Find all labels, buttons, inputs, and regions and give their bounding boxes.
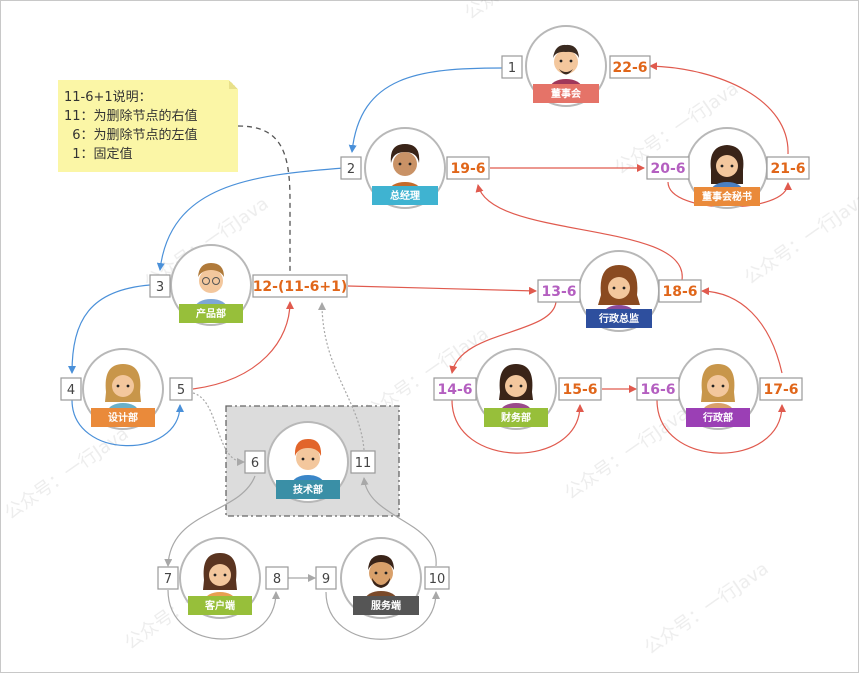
edge-14-to-15 [451, 399, 584, 454]
node-kehu: 客户端 7 8 [157, 537, 289, 619]
node-tag: 总经理 [390, 189, 420, 202]
note-line: 6：为删除节点的左值 [64, 128, 198, 143]
edge-10-to-11 [360, 477, 437, 567]
right-value: 21-6 [770, 161, 805, 177]
right-value: 11 [355, 456, 372, 471]
right-value: 17-6 [763, 382, 798, 398]
node-tag-bg [372, 186, 438, 205]
node-tag-bg [91, 408, 155, 427]
edge-1-to-2 [348, 67, 503, 153]
left-value: 4 [67, 383, 75, 398]
node-dongshihui: 董事会 1 22-6 [501, 25, 651, 107]
left-value: 1 [508, 61, 516, 76]
watermark-text: 公众号：一行Java [1, 423, 133, 524]
right-value: 10 [429, 572, 446, 587]
node-tag: 董事会 [551, 87, 581, 100]
node-tag: 行政总监 [598, 312, 639, 325]
note-line: 11-6+1说明： [64, 90, 152, 105]
node-tag-bg [686, 408, 750, 427]
edge-6-to-7 [164, 475, 256, 567]
node-tag-bg [586, 309, 652, 328]
node-fuwu: 服务端 9 10 [315, 537, 450, 619]
edge-17-to-18 [701, 287, 783, 374]
edge-5-to-12 [192, 301, 294, 390]
node-tag-bg [694, 187, 760, 206]
note-line: 11：为删除节点的右值 [64, 109, 198, 124]
left-value: 14-6 [437, 382, 472, 398]
edge-11-to-12 [318, 302, 365, 451]
watermark-text: 公众号：一行Java [561, 403, 693, 504]
node-tag-bg [533, 84, 599, 103]
left-value: 7 [164, 572, 172, 587]
right-value: 12-(11-6+1) [253, 279, 348, 295]
edge-4-to-5 [71, 399, 184, 447]
node-tag: 设计部 [108, 411, 138, 424]
right-value: 18-6 [662, 284, 697, 300]
edge-13-to-14 [449, 301, 557, 374]
left-value: 20-6 [650, 161, 685, 177]
edge-5-to-6 [192, 392, 245, 466]
node-zongjingli: 总经理 2 19-6 [340, 127, 490, 209]
edge-2-to-3 [156, 167, 345, 271]
left-value: 2 [347, 162, 355, 177]
node-tag: 董事会秘书 [702, 190, 752, 203]
node-xingzheng: 行政部 16-6 17-6 [636, 348, 803, 430]
edge-12-to-13 [347, 285, 537, 295]
node-tag: 行政部 [702, 411, 733, 424]
person-icon [105, 364, 141, 419]
right-value: 22-6 [612, 60, 647, 76]
right-value: 19-6 [450, 161, 485, 177]
node-tag: 服务端 [371, 599, 401, 612]
left-value: 3 [156, 280, 164, 295]
node-tag: 客户端 [204, 599, 235, 612]
node-tag-bg [276, 480, 340, 499]
left-value: 13-6 [541, 284, 576, 300]
watermark-text: 公众号：一行Java [641, 558, 773, 659]
edge-3-to-4 [68, 284, 151, 374]
left-value: 9 [322, 572, 330, 587]
left-value: 6 [251, 456, 259, 471]
node-tag: 财务部 [500, 411, 531, 424]
right-value: 15-6 [562, 382, 597, 398]
node-sheji: 设计部 4 5 [60, 348, 193, 430]
note-connector [237, 125, 291, 276]
edge-16-to-17 [656, 399, 786, 454]
right-value: 5 [177, 383, 185, 398]
edges [68, 62, 792, 640]
node-tag: 技术部 [293, 483, 323, 496]
node-chanpin: 产品部 3 12-(11-6+1) [149, 244, 348, 326]
explanation-note: 11-6+1说明： 11：为删除节点的右值 6：为删除节点的左值 1：固定值 [58, 80, 238, 172]
left-value: 16-6 [640, 382, 675, 398]
note-corner-fold [229, 80, 238, 89]
node-tag-bg [179, 304, 243, 323]
node-tag-bg [484, 408, 548, 427]
edge-9-to-10 [325, 591, 440, 640]
node-tag-bg [188, 596, 252, 615]
watermark-text: 公众号：一行Java [461, 0, 593, 24]
node-mishu: 董事会秘书 20-6 21-6 [646, 127, 810, 209]
edge-7-to-8 [167, 589, 280, 640]
node-xingzhengzongjian: 行政总监 13-6 18-6 [537, 250, 702, 332]
node-caiwu: 财务部 14-6 15-6 [433, 348, 602, 430]
edge-18-to-19 [475, 184, 683, 281]
edge-21-to-22 [649, 62, 789, 155]
node-tag-bg [353, 596, 419, 615]
node-tag: 产品部 [196, 307, 226, 320]
right-value: 8 [273, 572, 281, 587]
note-line: 1：固定值 [64, 147, 133, 162]
node-jishu: 技术部 6 11 [244, 421, 376, 503]
